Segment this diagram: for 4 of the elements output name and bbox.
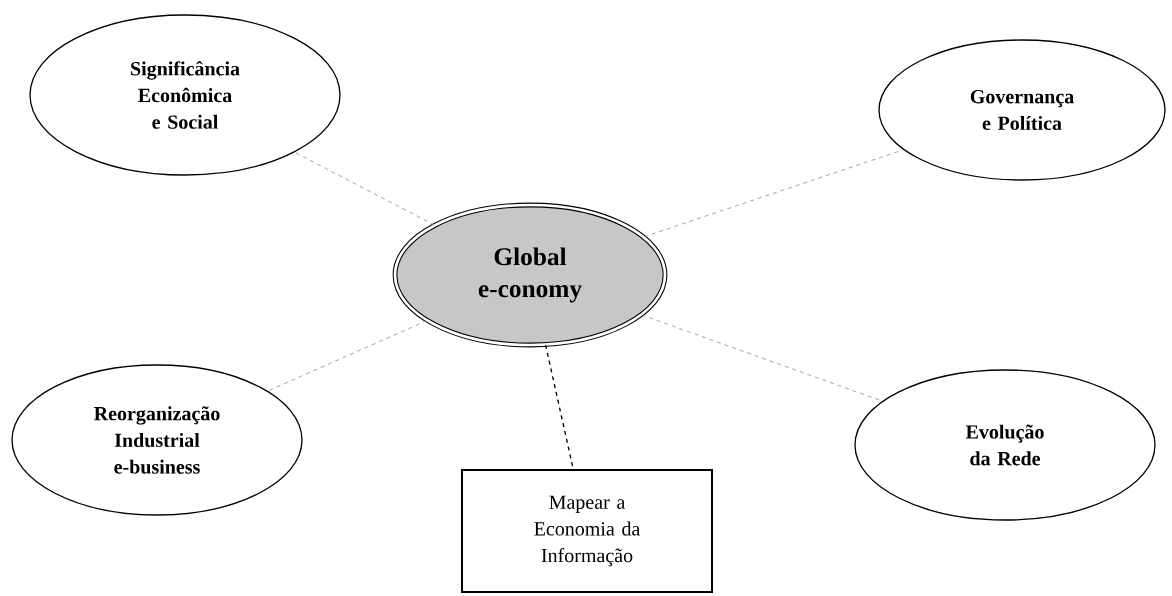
connector-line [294, 151, 435, 226]
text-box: Mapear a Economia da Informação [461, 469, 713, 593]
connector-line [641, 314, 883, 402]
connector-line [643, 149, 904, 238]
